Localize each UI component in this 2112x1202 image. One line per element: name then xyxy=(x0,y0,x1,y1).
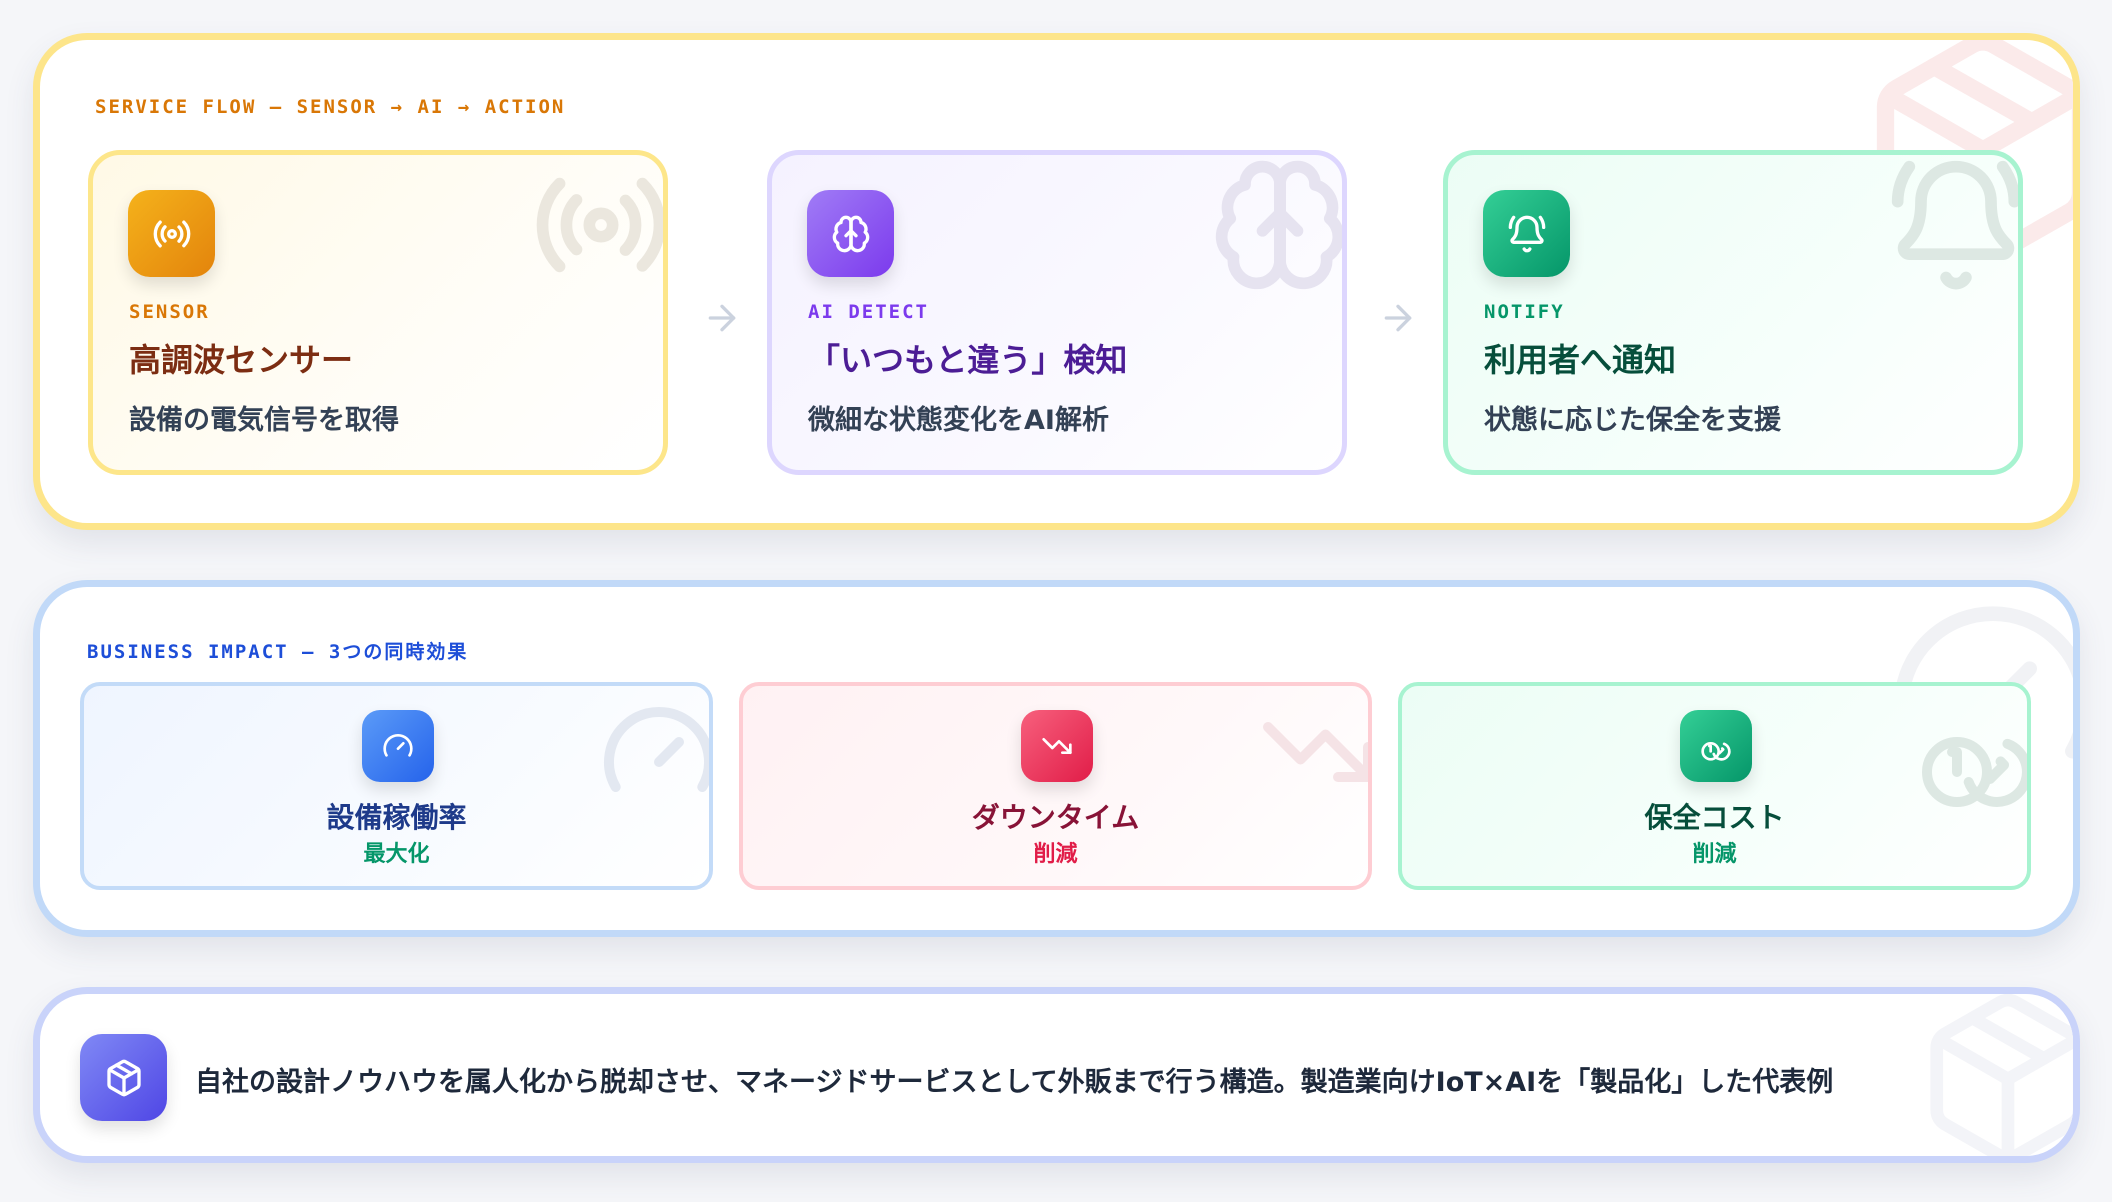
arrow-right-icon xyxy=(1378,298,1418,338)
coins-icon xyxy=(1680,710,1752,782)
impact-card-subtitle: 削減 xyxy=(1033,842,1078,867)
arrow-right-icon xyxy=(702,298,742,338)
flow-card-title: 「いつもと違う」検知 xyxy=(808,341,1128,379)
coins-watermark-icon xyxy=(1917,692,2027,812)
flow-card-tag: AI DETECT xyxy=(808,301,929,323)
flow-card-tag: NOTIFY xyxy=(1484,301,1565,323)
package-icon xyxy=(80,1034,167,1121)
impact-card-maintenance-cost: 保全コスト 削減 xyxy=(1398,682,2031,890)
impact-card-title: 設備稼働率 xyxy=(326,801,467,834)
flow-card-ai-detect: AI DETECT 「いつもと違う」検知 微細な状態変化をAI解析 xyxy=(767,150,1347,475)
flow-card-description: 微細な状態変化をAI解析 xyxy=(808,405,1109,436)
broadcast-signal-icon xyxy=(128,190,215,277)
flow-card-description: 設備の電気信号を取得 xyxy=(129,405,399,436)
trending-down-icon xyxy=(1021,710,1093,782)
flow-card-description: 状態に応じた保全を支援 xyxy=(1484,405,1781,436)
flow-card-notify: NOTIFY 利用者へ通知 状態に応じた保全を支援 xyxy=(1443,150,2023,475)
service-flow-section: SERVICE FLOW — SENSOR → AI → ACTION SENS… xyxy=(33,33,2080,530)
service-flow-label: SERVICE FLOW — SENSOR → AI → ACTION xyxy=(95,96,566,118)
impact-card-title: 保全コスト xyxy=(1644,801,1785,834)
flow-card-sensor: SENSOR 高調波センサー 設備の電気信号を取得 xyxy=(88,150,668,475)
impact-card-title: ダウンタイム xyxy=(971,801,1140,834)
business-impact-label: BUSINESS IMPACT — 3つの同時効果 xyxy=(87,641,469,663)
trending-down-watermark-icon xyxy=(1258,692,1368,812)
flow-card-title: 利用者へ通知 xyxy=(1484,341,1677,379)
impact-card-downtime: ダウンタイム 削減 xyxy=(739,682,1372,890)
bell-ring-icon xyxy=(1483,190,1570,277)
impact-card-utilization: 設備稼働率 最大化 xyxy=(80,682,713,890)
flow-card-title: 高調波センサー xyxy=(129,341,354,379)
gauge-watermark-icon xyxy=(599,692,709,812)
impact-card-subtitle: 最大化 xyxy=(363,842,430,867)
summary-text: 自社の設計ノウハウを属人化から脱却させ、マネージドサービスとして外販まで行う構造… xyxy=(195,1067,1834,1098)
package-watermark-icon xyxy=(1913,994,2073,1156)
gauge-icon xyxy=(362,710,434,782)
brain-watermark-icon xyxy=(1210,155,1342,295)
business-impact-section: BUSINESS IMPACT — 3つの同時効果 設備稼働率 最大化 ダウンタ… xyxy=(33,580,2080,937)
summary-section: 自社の設計ノウハウを属人化から脱却させ、マネージドサービスとして外販まで行う構造… xyxy=(33,987,2080,1163)
broadcast-watermark-icon xyxy=(531,155,663,295)
impact-card-subtitle: 削減 xyxy=(1692,842,1737,867)
flow-card-tag: SENSOR xyxy=(129,301,210,323)
bell-watermark-icon xyxy=(1886,155,2018,295)
brain-icon xyxy=(807,190,894,277)
